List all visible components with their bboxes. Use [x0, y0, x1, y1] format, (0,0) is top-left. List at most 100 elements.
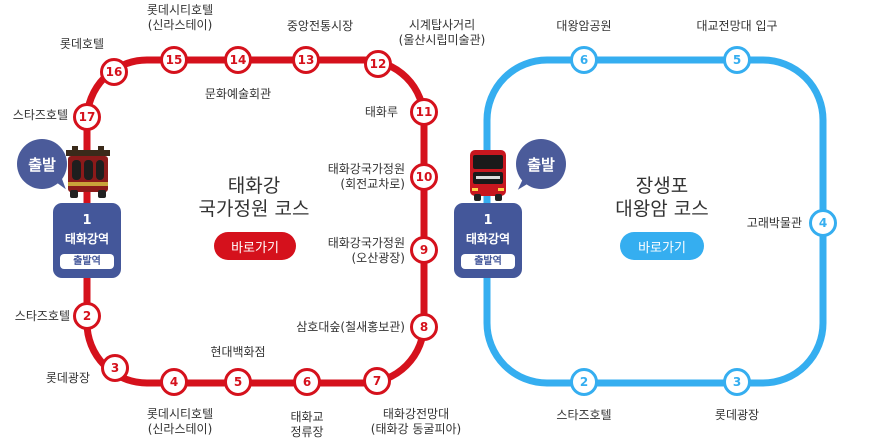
red-stop-3-number: 3	[110, 361, 120, 375]
red-stop-5[interactable]: 5	[224, 368, 252, 396]
red-course-title-line2: 국가정원 코스	[198, 198, 310, 220]
red-stop-11-number: 11	[415, 105, 433, 119]
red-stop-4-label-line2: (신라스테이)	[147, 422, 213, 436]
red-stop-9-label-line2: (오산광장)	[351, 251, 405, 265]
red-stop-9-label-line1: 태화강국가정원	[327, 236, 405, 250]
blue-start-station-name: 태화강역	[465, 232, 511, 246]
red-stop-12-number: 12	[369, 57, 387, 71]
red-stop-12[interactable]: 12	[364, 50, 392, 78]
red-stop-9-label: 태화강국가정원 (오산광장)	[328, 236, 405, 266]
red-course-go-button-label: 바로가기	[231, 240, 279, 256]
red-stop-17-label: 스타즈호텔	[12, 108, 68, 122]
red-stop-5-number: 5	[233, 375, 243, 389]
blue-start-bubble: 출발	[516, 139, 566, 189]
red-stop-7-label-line1: 태화강전망대	[382, 407, 450, 421]
blue-start-station[interactable]: 1 태화강역 출발역	[454, 203, 522, 278]
blue-stop-2[interactable]: 2	[570, 368, 598, 396]
red-stop-4-label-line1: 롯데시티호텔	[146, 407, 214, 421]
red-stop-9-number: 9	[419, 243, 429, 257]
red-stop-8[interactable]: 8	[410, 313, 438, 341]
red-stop-12-label-line2: (울산시립미술관)	[398, 33, 486, 47]
red-stop-13-number: 13	[297, 53, 315, 67]
red-stop-7-label-line2: (태화강 동굴피아)	[370, 422, 462, 436]
red-stop-6-label-line1: 태화교	[290, 410, 324, 424]
red-stop-12-label-line1: 시계탑사거리	[408, 18, 476, 32]
red-stop-10-number: 10	[415, 170, 433, 184]
trolley-bus-icon	[66, 146, 110, 198]
red-stop-15-label-line2: (신라스테이)	[147, 18, 213, 32]
red-stop-15[interactable]: 15	[160, 46, 188, 74]
blue-course-go-button[interactable]: 바로가기	[620, 232, 704, 260]
red-stop-11[interactable]: 11	[410, 98, 438, 126]
blue-stop-6-number: 6	[579, 53, 589, 67]
red-start-bubble: 출발	[17, 139, 67, 189]
blue-start-station-badge: 출발역	[461, 254, 515, 269]
red-stop-14[interactable]: 14	[224, 46, 252, 74]
red-stop-2-number: 2	[82, 309, 92, 323]
red-course-title-line1: 태화강	[227, 175, 281, 197]
red-stop-4-number: 4	[169, 375, 179, 389]
red-stop-7-number: 7	[372, 374, 382, 388]
red-stop-11-label: 태화루	[364, 105, 398, 119]
red-stop-13-label: 중앙전통시장	[286, 19, 354, 33]
red-stop-6[interactable]: 6	[293, 368, 321, 396]
red-course-go-button[interactable]: 바로가기	[214, 232, 296, 260]
red-stop-16-number: 16	[105, 65, 123, 79]
red-start-station[interactable]: 1 태화강역 출발역	[53, 203, 121, 278]
red-stop-8-number: 8	[419, 320, 429, 334]
red-stop-16[interactable]: 16	[100, 58, 128, 86]
blue-stop-2-label: 스타즈호텔	[556, 408, 612, 422]
red-stop-17[interactable]: 17	[73, 103, 101, 131]
red-stop-7[interactable]: 7	[363, 367, 391, 395]
red-stop-13[interactable]: 13	[292, 46, 320, 74]
red-stop-6-number: 6	[302, 375, 312, 389]
red-stop-3[interactable]: 3	[101, 354, 129, 382]
red-stop-3-label: 롯데광장	[45, 371, 90, 385]
blue-stop-6-label: 대왕암공원	[556, 19, 612, 33]
red-stop-2-label: 스타즈호텔	[14, 309, 70, 323]
blue-course-go-button-label: 바로가기	[638, 240, 686, 256]
blue-stop-3-label: 롯데광장	[714, 408, 760, 422]
red-stop-12-label: 시계탑사거리 (울산시립미술관)	[399, 18, 486, 48]
city-tour-bus-icon	[470, 150, 506, 201]
blue-start-bubble-text: 출발	[527, 155, 555, 174]
blue-stop-3-number: 3	[732, 375, 742, 389]
blue-stop-4-number: 4	[818, 216, 828, 230]
red-stop-7-label: 태화강전망대 (태화강 동굴피아)	[371, 407, 461, 437]
red-stop-10-label-line1: 태화강국가정원	[327, 162, 405, 176]
red-stop-14-label: 문화예술회관	[204, 87, 272, 101]
red-stop-10-label: 태화강국가정원 (회전교차로)	[328, 162, 405, 192]
blue-course-title-line2: 대왕암 코스	[615, 198, 709, 220]
red-stop-10-label-line2: (회전교차로)	[340, 177, 405, 191]
red-start-station-name: 태화강역	[64, 232, 110, 246]
red-stop-4[interactable]: 4	[160, 368, 188, 396]
blue-start-station-number: 1	[483, 213, 493, 228]
blue-stop-4-label: 고래박물관	[746, 216, 802, 230]
red-stop-5-label: 현대백화점	[210, 345, 266, 359]
red-stop-15-label-line1: 롯데시티호텔	[146, 3, 214, 17]
blue-stop-6[interactable]: 6	[570, 46, 598, 74]
red-course-title: 태화강 국가정원 코스	[199, 175, 310, 221]
blue-stop-2-number: 2	[579, 375, 589, 389]
red-stop-6-label-line2: 정류장	[290, 425, 324, 439]
red-stop-9[interactable]: 9	[410, 236, 438, 264]
blue-stop-3[interactable]: 3	[723, 368, 751, 396]
red-stop-8-label: 삼호대숲(철새홍보관)	[296, 320, 405, 334]
blue-stop-5[interactable]: 5	[723, 46, 751, 74]
blue-course-title: 장생포 대왕암 코스	[615, 175, 708, 221]
blue-course-title-line1: 장생포	[635, 175, 689, 197]
red-stop-15-label: 롯데시티호텔 (신라스테이)	[147, 3, 213, 33]
red-stop-14-number: 14	[229, 53, 247, 67]
blue-stop-5-label: 대교전망대 입구	[696, 19, 778, 33]
red-stop-17-number: 17	[78, 110, 96, 124]
red-stop-6-label: 태화교 정류장	[290, 410, 323, 440]
red-stop-16-label: 롯데호텔	[59, 37, 105, 51]
red-start-bubble-text: 출발	[28, 155, 56, 174]
blue-stop-4[interactable]: 4	[809, 209, 837, 237]
red-stop-10[interactable]: 10	[410, 163, 438, 191]
red-start-station-badge: 출발역	[60, 254, 114, 269]
red-stop-15-number: 15	[165, 53, 183, 67]
red-stop-4-label: 롯데시티호텔 (신라스테이)	[147, 407, 213, 437]
red-stop-2[interactable]: 2	[73, 302, 101, 330]
